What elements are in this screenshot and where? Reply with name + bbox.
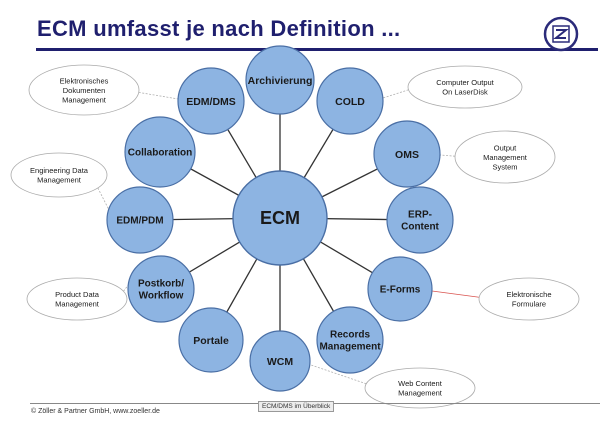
- callout-leader-line: [97, 187, 111, 213]
- callout-bubble: [454, 130, 556, 184]
- callout-text-line: Management: [37, 176, 82, 185]
- node-wcm: WCM: [249, 330, 311, 392]
- callout-text-line: Dokumenten: [63, 86, 106, 95]
- callout-text-line: Elektronisches: [60, 76, 109, 85]
- callout-bubble: [364, 367, 476, 409]
- callout-leader-line: [382, 89, 409, 99]
- callout-bubble: [407, 65, 523, 109]
- node-label: Collaboration: [128, 148, 192, 159]
- page-title: ECM umfasst je nach Definition ...: [37, 16, 401, 41]
- footer-slide-label: ECM/DMS im Überblick: [258, 401, 335, 412]
- node-label: WCM: [267, 356, 293, 368]
- node-circle: [316, 306, 384, 374]
- node-circle: [124, 116, 196, 188]
- callout-text-line: Engineering Data: [30, 166, 89, 175]
- node-label: Content: [401, 222, 439, 233]
- callout-bubbles: ElektronischesDokumentenManagementComput…: [10, 64, 580, 409]
- callout-leader-line: [439, 154, 456, 157]
- callout-text-line: Output: [494, 143, 517, 152]
- node-edm-dms: EDM/DMS: [177, 67, 245, 135]
- node-label: EDM/DMS: [186, 96, 236, 108]
- callout-text-line: Management: [62, 95, 107, 104]
- node-postkorb-workflow: Postkorb/Workflow: [127, 255, 195, 323]
- callout-text-line: Management: [398, 389, 443, 398]
- node-circle: [316, 67, 384, 135]
- node-portale: Portale: [178, 307, 244, 373]
- callout-text-line: Formulare: [512, 300, 546, 309]
- node-label: E-Forms: [380, 285, 421, 296]
- node-erp-content: ERP-Content: [386, 186, 454, 254]
- callout-bubble: [26, 277, 128, 321]
- node-label: COLD: [335, 96, 365, 108]
- node-circle: [249, 330, 311, 392]
- callout-bubble: [10, 152, 108, 198]
- node-archivierung: Archivierung: [245, 45, 315, 115]
- title-underline: [36, 48, 598, 51]
- node-circle: [177, 67, 245, 135]
- node-label: ERP-: [408, 210, 432, 221]
- node-edm-pdm: EDM/PDM: [106, 186, 174, 254]
- node-label: Postkorb/: [138, 279, 184, 290]
- callout-text-line: On LaserDisk: [442, 88, 488, 97]
- callout-leader-line: [431, 290, 480, 298]
- node-collaboration: Collaboration: [124, 116, 196, 188]
- center-node: ECM: [232, 170, 328, 266]
- node-circle: [106, 186, 174, 254]
- node-label: Workflow: [139, 291, 184, 302]
- footer-copyright: © Zöller & Partner GmbH, www.zoeller.de: [31, 408, 160, 415]
- node-circle: [178, 307, 244, 373]
- callout-text-line: System: [492, 162, 517, 171]
- node-label: EDM/PDM: [116, 216, 163, 227]
- callout-text-line: Elektronische: [506, 290, 551, 299]
- node-label: OMS: [395, 149, 419, 161]
- callout-text-line: Management: [483, 153, 528, 162]
- center-circle: [232, 170, 328, 266]
- callout-text-line: Management: [55, 300, 100, 309]
- center-label: ECM: [260, 208, 300, 228]
- node-label: Management: [319, 342, 381, 353]
- node-circle: [127, 255, 195, 323]
- callout-text-line: Computer Output: [436, 78, 494, 87]
- callout-text-line: Web Content: [398, 379, 443, 388]
- node-circle: [373, 120, 441, 188]
- node-circle: [245, 45, 315, 115]
- node-label: Records: [330, 330, 370, 341]
- node-circle: [386, 186, 454, 254]
- callout-bubble: [478, 277, 580, 321]
- callout-leader-line: [138, 91, 179, 100]
- node-label: Archivierung: [248, 75, 313, 87]
- callout-bubble: [28, 64, 140, 116]
- node-label: Portale: [193, 335, 229, 347]
- node-cold: COLD: [316, 67, 384, 135]
- node-e-forms: E-Forms: [367, 256, 433, 322]
- company-logo-icon: [543, 16, 579, 52]
- node-circle: [367, 256, 433, 322]
- node-oms: OMS: [373, 120, 441, 188]
- callout-text-line: Product Data: [55, 290, 100, 299]
